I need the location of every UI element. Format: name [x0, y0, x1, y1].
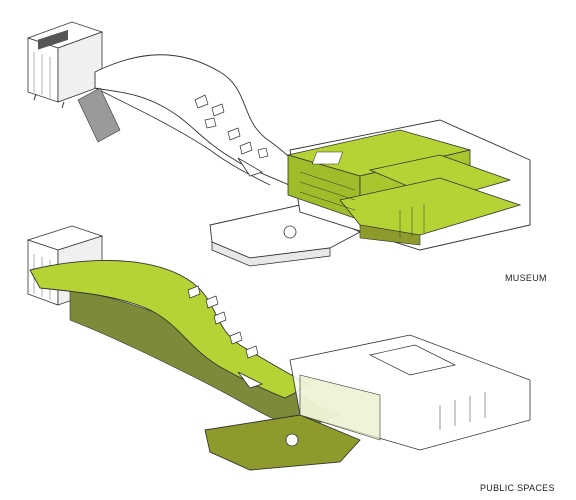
ribbon-cutouts-museum	[194, 94, 269, 159]
tower-museum	[26, 21, 104, 109]
ribbon-cutouts-public	[187, 285, 259, 359]
label-museum: MUSEUM	[505, 273, 547, 283]
diagram-museum	[26, 21, 531, 267]
diagram-public	[26, 225, 531, 471]
label-public-spaces: PUBLIC SPACES	[480, 483, 555, 493]
building-outline-public	[289, 334, 531, 451]
museum-building-highlight	[287, 129, 522, 246]
